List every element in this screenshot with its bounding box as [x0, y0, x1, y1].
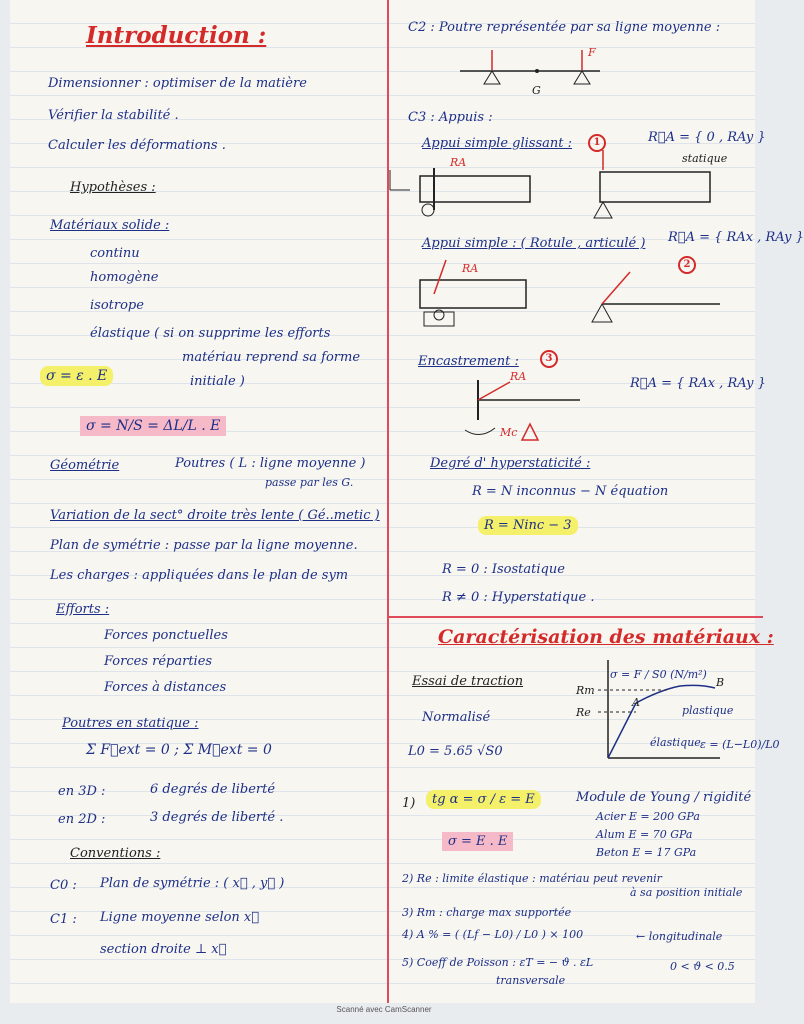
l0-formula: L0 = 5.65 √S0: [408, 744, 503, 759]
beton-value: Beton E = 17 GPa: [596, 846, 697, 859]
c1-text-2: section droite ⊥ x⃗: [100, 942, 227, 957]
hyper-equation: R = N inconnus − N équation: [472, 484, 669, 499]
geometry-text: Poutres ( L : ligne moyenne ): [175, 456, 366, 471]
formula-stress: σ = N/S = ΔL/L . E: [80, 416, 227, 436]
charges-text: Les charges : appliquées dans le plan de…: [50, 568, 349, 583]
c1-text: Ligne moyenne selon x⃗: [100, 910, 260, 925]
c2-g-label: G: [532, 84, 541, 97]
dof-2d: 3 degrés de liberté .: [150, 810, 284, 825]
geometry-label: Géométrie: [50, 458, 120, 473]
center-margin-line: [387, 0, 389, 1003]
elastic-note: initiale ): [190, 374, 245, 389]
hyper-formula: R = Ninc − 3: [478, 516, 578, 535]
c2-text: C2 : Poutre représentée par sa ligne moy…: [408, 20, 721, 35]
statique-note: statique: [682, 152, 728, 165]
goal-item: Vérifier la stabilité .: [48, 108, 179, 123]
conventions-heading: Conventions :: [70, 846, 161, 861]
property-item: élastique ( si on supprime les efforts: [90, 326, 331, 341]
force-item: Forces réparties: [104, 654, 213, 669]
c1-label: C1 :: [50, 912, 77, 927]
ra-label: RA: [462, 262, 479, 275]
point-2: 2) Re : limite élastique : matériau peut…: [402, 872, 662, 885]
encastrement-equation: R⃗A = { RAx , RAy }: [630, 376, 766, 391]
point-4: 4) A % = ( (Lf − L0) / L0 ) × 100: [402, 928, 584, 941]
goal-item: Dimensionner : optimiser de la matière: [48, 76, 307, 91]
symmetry-plane-text: Plan de symétrie : passe par la ligne mo…: [50, 538, 358, 553]
alum-value: Alum E = 70 GPa: [596, 828, 693, 841]
poisson-transversal: transversale: [496, 974, 566, 987]
formula-hooke: σ = ε . E: [40, 366, 114, 386]
sketch-layer: [389, 50, 720, 759]
hypotheses-heading: Hypothèses :: [70, 180, 156, 195]
equilibrium-equations: Σ F⃗ext = 0 ; Σ M⃗ext = 0: [86, 742, 272, 758]
appui1-number: 1: [588, 134, 606, 152]
property-item: homogène: [90, 270, 159, 285]
appui1-label: Appui simple glissant :: [422, 136, 572, 151]
force-item: Forces à distances: [104, 680, 227, 695]
appui2-label: Appui simple : ( Rotule , articulé ): [422, 236, 646, 251]
point-5: 5) Coeff de Poisson : εT = − ϑ . εL: [402, 956, 594, 969]
ra-label: RA: [450, 156, 467, 169]
re-label: Re: [576, 706, 591, 719]
poisson-longitudinal: ← longitudinale: [636, 930, 723, 943]
geometry-text: passe par les G.: [265, 476, 354, 489]
section-title-materiaux: Caractérisation des matériaux :: [438, 626, 774, 648]
ra-label: RA: [510, 370, 527, 383]
statique-heading: Poutres en statique :: [62, 716, 199, 731]
force-item: Forces ponctuelles: [104, 628, 228, 643]
section-divider-line: [388, 616, 763, 618]
point-3: 3) Rm : charge max supportée: [402, 906, 572, 919]
hyper-heading: Degré d' hyperstaticité :: [430, 456, 591, 471]
elastic-label: élastique: [650, 736, 701, 749]
point-1-number: 1): [402, 796, 416, 811]
hyperstatic-line: R ≠ 0 : Hyperstatique .: [442, 590, 595, 605]
support-icon: [573, 70, 591, 85]
young-text: Module de Young / rigidité: [576, 790, 752, 805]
material-heading: Matériaux solide :: [50, 218, 170, 233]
point-2-cont: à sa position initiale: [630, 886, 743, 899]
encastrement-number: 3: [540, 350, 558, 368]
beam-glissant: [419, 175, 531, 203]
strain-axis-label: ε = (L−L0)/L0: [700, 738, 780, 751]
property-item: continu: [90, 246, 140, 261]
point-a-label: A: [632, 696, 640, 709]
property-item: isotrope: [90, 298, 144, 313]
plastic-label: plastique: [682, 704, 734, 717]
young-formula: tg α = σ / ε = E: [426, 790, 541, 809]
support-icon: [483, 70, 501, 85]
efforts-heading: Efforts :: [56, 602, 110, 617]
hooke-formula-2: σ = E . E: [442, 832, 514, 851]
isostatic-line: R = 0 : Isostatique: [442, 562, 565, 577]
dof-3d-label: en 3D :: [58, 784, 106, 799]
stress-definition: σ = F / S0 (N/m²): [610, 668, 707, 681]
c0-text: Plan de symétrie : ( x⃗ , y⃗ ): [100, 876, 285, 891]
poisson-range: 0 < ϑ < 0.5: [670, 960, 735, 973]
elastic-note: matériau reprend sa forme: [182, 350, 361, 365]
acier-value: Acier E = 200 GPa: [596, 810, 700, 823]
appui1-equation: R⃗A = { 0 , RAy }: [648, 130, 766, 145]
variation-text: Variation de la sect° droite très lente …: [50, 508, 380, 523]
point-b-label: B: [716, 676, 725, 689]
normalise-label: Normalisé: [422, 710, 491, 725]
c0-label: C0 :: [50, 878, 77, 893]
c3-heading: C3 : Appuis :: [408, 110, 493, 125]
mc-label: Mc: [500, 426, 518, 439]
dof-3d: 6 degrés de liberté: [150, 782, 276, 797]
c2-f-label: F: [588, 46, 596, 59]
encastrement-label: Encastrement :: [418, 354, 519, 369]
page-title: Introduction :: [86, 22, 267, 49]
goal-item: Calculer les déformations .: [48, 138, 226, 153]
appui2-number: 2: [678, 256, 696, 274]
essai-heading: Essai de traction: [412, 674, 524, 689]
scanner-footer: Scanné avec CamScanner: [336, 1005, 432, 1014]
rm-label: Rm: [576, 684, 595, 697]
notebook-page: Introduction : Dimensionner : optimiser …: [10, 0, 804, 1003]
dof-2d-label: en 2D :: [58, 812, 106, 827]
appui2-equation: R⃗A = { RAx , RAy }: [668, 230, 804, 245]
